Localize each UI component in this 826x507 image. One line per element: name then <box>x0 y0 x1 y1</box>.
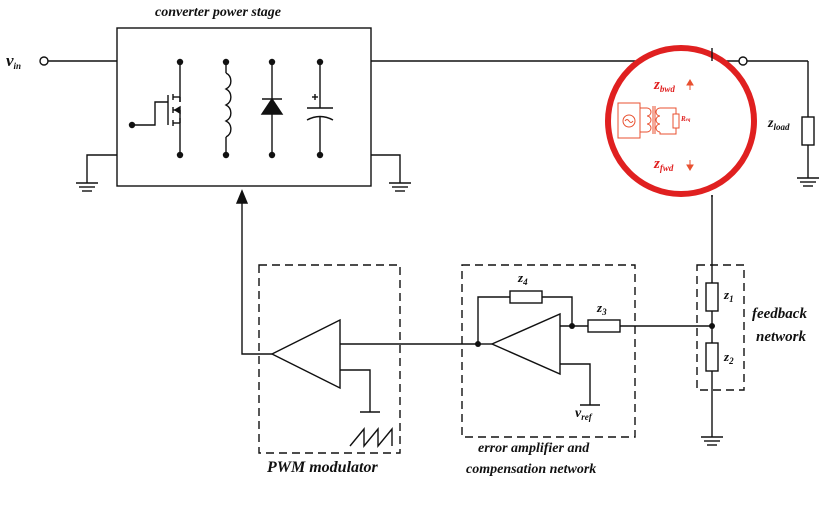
zload-label: zload <box>768 117 789 132</box>
z2-main: z <box>724 349 730 364</box>
vref-label: vref <box>575 407 592 422</box>
vin-main: v <box>6 51 14 70</box>
ground-icon <box>76 182 98 192</box>
zbwd-label: zbwd <box>654 78 675 94</box>
z1-sub: 1 <box>729 294 734 304</box>
z3-label: z3 <box>597 301 607 317</box>
highlight-circle <box>605 45 757 197</box>
converter-power-stage-box <box>116 27 372 187</box>
converter-title: converter power stage <box>155 5 281 20</box>
vin-terminal <box>39 56 49 66</box>
zload-resistor <box>801 116 815 146</box>
z4-label: z4 <box>518 271 528 287</box>
vin-label: vin <box>6 52 21 71</box>
z3-main: z <box>597 300 603 315</box>
z4-resistor <box>509 290 543 304</box>
feedback-label-1: feedback <box>752 306 807 322</box>
pwm-modulator-box <box>258 264 401 454</box>
req-main: R <box>681 115 686 123</box>
feedback-label-2: network <box>756 329 807 345</box>
arrow-up-icon <box>235 189 249 204</box>
feedback-network-box <box>696 264 745 391</box>
z2-resistor <box>705 342 719 372</box>
ground-icon <box>389 182 411 192</box>
vin-sub: in <box>13 61 22 71</box>
vout-node <box>738 56 748 66</box>
z1-main: z <box>724 287 730 302</box>
error-amp-label-2: compensation network <box>466 462 597 477</box>
error-amp-label-1: error amplifier and <box>478 441 590 456</box>
zload-main: z <box>768 116 774 131</box>
z3-sub: 3 <box>602 307 607 317</box>
pwm-modulator-label: PWM modulator <box>267 459 378 476</box>
zfwd-sub: fwd <box>659 163 674 173</box>
z4-main: z <box>518 270 524 285</box>
mosfet-icon <box>132 62 181 155</box>
error-amplifier-box <box>461 264 636 438</box>
vref-main: v <box>575 406 582 421</box>
req-sub: eq <box>685 118 691 123</box>
pwm-comparator <box>270 318 341 390</box>
z1-resistor <box>705 282 719 312</box>
ground-icon <box>701 436 723 446</box>
zfwd-main: z <box>654 156 660 172</box>
transformer-inset <box>617 79 694 171</box>
diode-icon <box>260 62 284 155</box>
vref-sub: ref <box>581 412 592 422</box>
zbwd-main: z <box>654 77 660 93</box>
zbwd-sub: bwd <box>659 84 675 94</box>
capacitor-icon <box>306 62 334 155</box>
zload-sub: load <box>773 122 790 132</box>
ground-icon <box>797 177 819 187</box>
z1-label: z1 <box>724 288 734 304</box>
req-label: Req <box>681 115 691 124</box>
z2-label: z2 <box>724 350 734 366</box>
error-amplifier-opamp <box>490 312 561 376</box>
zfwd-label: zfwd <box>654 157 673 173</box>
sawtooth-icon <box>349 427 393 448</box>
z4-sub: 4 <box>523 277 528 287</box>
z3-resistor <box>587 319 621 333</box>
z2-sub: 2 <box>729 356 734 366</box>
